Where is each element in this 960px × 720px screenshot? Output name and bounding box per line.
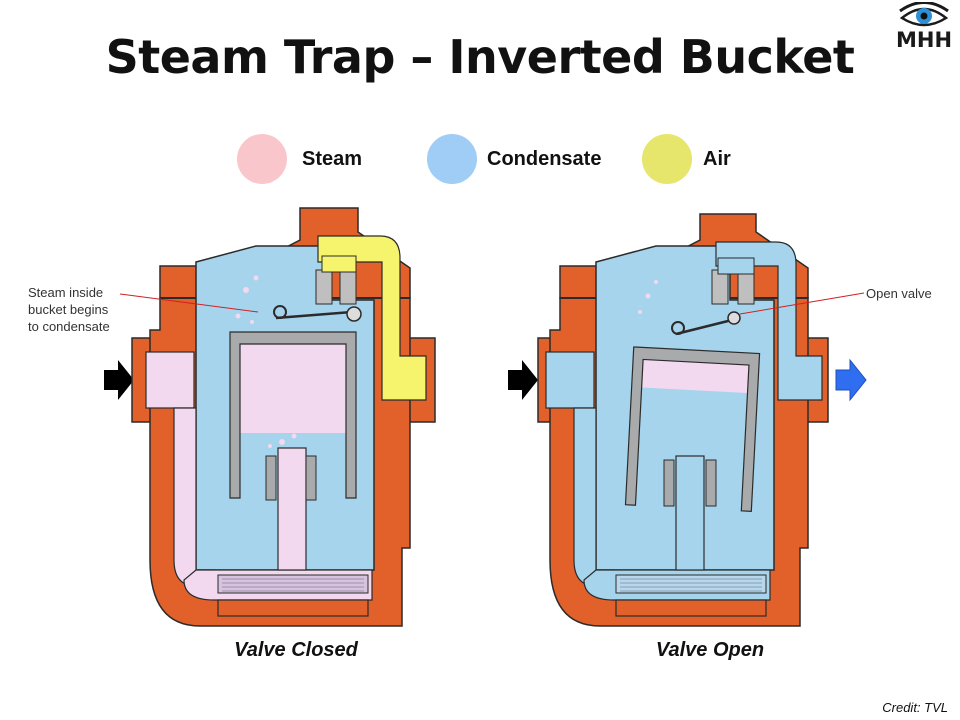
annot-line-left — [119, 293, 259, 313]
eye-icon — [899, 1, 949, 27]
bucket-left — [229, 331, 357, 499]
valve-disc-left — [346, 306, 362, 322]
air-valve-body-left — [321, 255, 357, 273]
page-title: Steam Trap – Inverted Bucket — [105, 30, 855, 84]
caption-valve-closed: Valve Closed — [234, 639, 358, 661]
strainer-right — [615, 574, 767, 594]
drain-plug-left — [217, 599, 369, 617]
caption-valve-open: Valve Open — [655, 639, 765, 661]
legend-air-label: Air — [703, 148, 731, 170]
riser-right — [675, 455, 705, 571]
lever-left — [275, 310, 353, 320]
valve-disc-right — [727, 311, 741, 325]
valve-seat-right-left — [339, 269, 357, 305]
annotation-line-3: to condensate — [28, 319, 110, 334]
valve-seat-right-2 — [737, 269, 755, 305]
trap-valve-closed — [104, 207, 436, 627]
drain-plug-right — [615, 599, 767, 617]
air-passage-left — [317, 235, 427, 401]
annotation-open-valve: Open valve — [866, 286, 932, 301]
steam-riser-left — [277, 447, 307, 571]
annot-line-right — [739, 292, 865, 315]
bucket-steam-left — [236, 338, 348, 433]
trap-valve-open — [508, 213, 867, 627]
legend-steam-label: Steam — [302, 148, 363, 170]
baffle-left — [265, 455, 277, 501]
outlet-arrow-right — [835, 358, 867, 402]
valve-seat-left — [315, 269, 333, 305]
bucket-right-group — [624, 346, 761, 512]
outlet-passage-right — [715, 241, 823, 401]
legend-condensate-label: Condensate — [487, 148, 602, 170]
logo: MHH — [888, 1, 960, 54]
annotation-steam-condensing: Steam inside bucket begins to condensate — [28, 284, 110, 335]
legend-steam-swatch — [237, 134, 287, 184]
inlet-passage-right — [545, 351, 595, 409]
bucket-right — [624, 346, 761, 512]
valve-body-right — [717, 257, 755, 275]
legend-condensate-swatch — [427, 134, 477, 184]
inlet-arrow-right — [508, 360, 538, 400]
baffle-right — [663, 459, 675, 507]
strainer-left — [217, 574, 369, 594]
lever-pivot-left — [273, 305, 287, 319]
steam-inlet-passage-left — [145, 351, 195, 409]
legend-air-swatch — [642, 134, 692, 184]
lever-pivot-right — [671, 321, 685, 335]
baffle-right-2 — [705, 459, 717, 507]
annotation-line-1: Steam inside — [28, 285, 104, 300]
annotation-line-2: bucket begins — [28, 302, 109, 317]
inlet-arrow-left — [104, 360, 134, 400]
logo-text: MHH — [895, 28, 953, 52]
valve-seat-right — [711, 269, 729, 305]
credit: Credit: TVL — [882, 700, 948, 715]
baffle-right-left — [305, 455, 317, 501]
